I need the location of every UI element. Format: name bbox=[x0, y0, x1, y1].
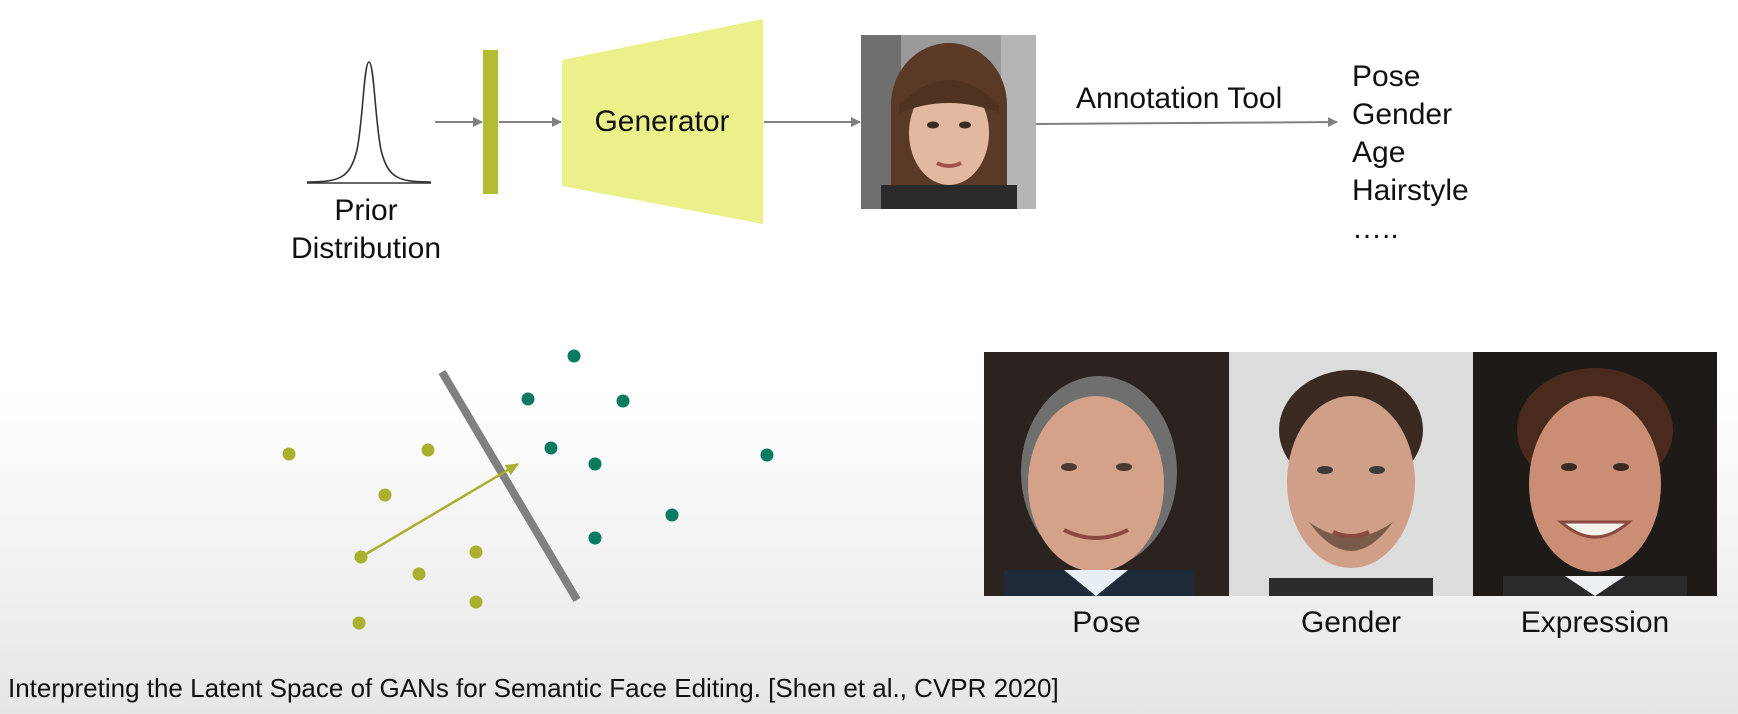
generated-face-image bbox=[861, 35, 1036, 209]
attribute-list: Pose Gender Age Hairstyle ….. bbox=[1352, 62, 1469, 252]
separating-hyperplane bbox=[438, 369, 581, 603]
point-a bbox=[352, 616, 366, 630]
class-a-points bbox=[282, 443, 483, 630]
class-b-points bbox=[521, 349, 774, 545]
point-b bbox=[567, 349, 581, 363]
attribute-hairstyle: Hairstyle bbox=[1352, 174, 1469, 207]
generator-block bbox=[562, 19, 763, 224]
point-a bbox=[421, 443, 435, 457]
annotation-tool-label: Annotation Tool bbox=[1076, 82, 1283, 115]
point-a bbox=[469, 545, 483, 559]
prior-label-line1: Prior bbox=[334, 194, 398, 227]
point-a bbox=[412, 567, 426, 581]
latent-space-scatter bbox=[282, 349, 774, 630]
latent-code-bar bbox=[483, 50, 498, 194]
generator-label: Generator bbox=[594, 105, 730, 138]
caption-gender: Gender bbox=[1300, 606, 1402, 639]
face-gender-image bbox=[1229, 352, 1473, 596]
point-b bbox=[665, 508, 679, 522]
attribute-age: Age bbox=[1352, 136, 1406, 169]
point-a bbox=[354, 550, 368, 564]
face-pose-image bbox=[984, 352, 1229, 596]
point-b bbox=[616, 394, 630, 408]
point-a bbox=[282, 447, 296, 461]
point-a bbox=[469, 595, 483, 609]
point-b bbox=[544, 441, 558, 455]
caption-expression: Expression bbox=[1520, 606, 1670, 639]
attribute-more: ….. bbox=[1352, 212, 1399, 245]
prior-distribution-label: Prior Distribution bbox=[266, 196, 466, 264]
point-b bbox=[588, 531, 602, 545]
attribute-pose: Pose bbox=[1352, 60, 1421, 93]
caption-pose: Pose bbox=[1072, 606, 1141, 639]
attribute-gender: Gender bbox=[1352, 98, 1453, 131]
point-b bbox=[521, 392, 535, 406]
arrow-face-to-annotations bbox=[1035, 117, 1338, 128]
point-b bbox=[760, 448, 774, 462]
prior-label-line2: Distribution bbox=[290, 232, 442, 265]
point-b bbox=[588, 457, 602, 471]
point-a bbox=[378, 488, 392, 502]
edit-direction-arrow bbox=[360, 462, 519, 559]
face-expression-image bbox=[1473, 352, 1717, 596]
gaussian-curve-icon bbox=[306, 61, 432, 184]
citation-text: Interpreting the Latent Space of GANs fo… bbox=[8, 673, 1059, 703]
